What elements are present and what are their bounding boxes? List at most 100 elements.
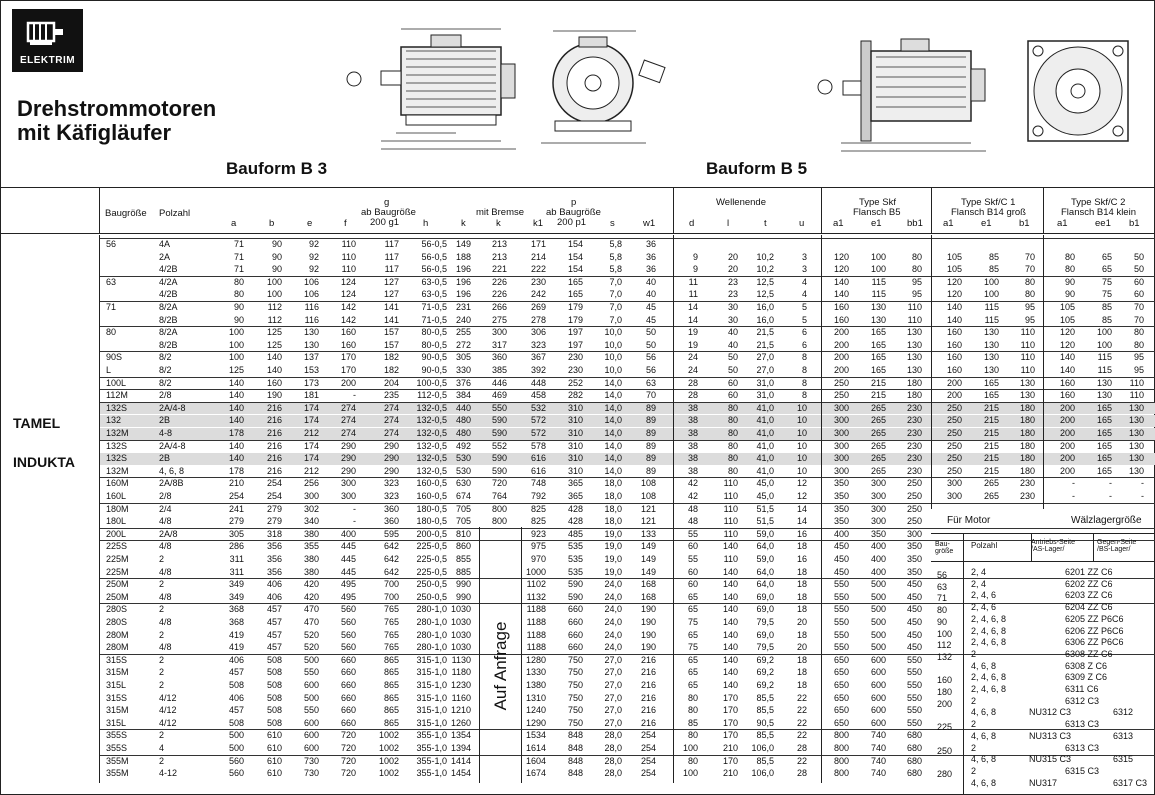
cell-a: 210 (228, 478, 244, 489)
cell-d: 80 (687, 692, 698, 703)
cell-g: 865 (383, 654, 399, 665)
cell-s: 14,0 (604, 453, 622, 464)
cell-b: 90 (271, 239, 282, 249)
cell-u: 6 (801, 339, 807, 350)
hdr-skfc1-b1: b1 (1019, 218, 1030, 229)
cell-p: 179 (567, 314, 583, 325)
cell-k1: 975 (530, 541, 546, 552)
cell-skfc2-e1: 75 (1101, 289, 1112, 300)
bearing-cell-as: 6311 C6 (1065, 684, 1099, 694)
cell-p: 165 (567, 289, 583, 300)
cell-skf-a1: 120 (833, 264, 849, 275)
cell-w1: 50 (645, 327, 656, 338)
cell-e: 174 (303, 440, 319, 451)
cell-d: 55 (687, 528, 698, 539)
cell-k1: 1310 (525, 692, 546, 703)
cell-f: 170 (340, 365, 356, 375)
cell-skf-b1: 450 (906, 579, 922, 590)
cell-k1: 1132 (526, 591, 546, 602)
cell-t: 10,2 (756, 251, 774, 262)
cell-b: 254 (266, 478, 282, 489)
cell-k1: 222 (530, 264, 546, 275)
cell-k1: 825 (530, 516, 546, 527)
cell-skf-a1: 300 (833, 440, 849, 451)
cell-l: 210 (722, 768, 738, 779)
cell-t: 69,2 (756, 680, 774, 690)
cell-skfc2-e1: 100 (1096, 339, 1112, 350)
cell-polzahl: 4/2A (159, 276, 178, 287)
cell-b: 125 (266, 327, 282, 338)
cell-skf-e1: 400 (870, 566, 886, 577)
cell-polzahl: 8/2A (159, 302, 178, 312)
cell-skf-a1: 300 (833, 453, 849, 464)
cell-t: 85,5 (756, 692, 774, 703)
cell-skfc1-a1: 250 (946, 428, 962, 438)
cell-polzahl: 2/8 (159, 390, 172, 401)
cell-b: 112 (267, 302, 282, 312)
hdr-skf-top: Type Skf (859, 197, 896, 208)
cell-t: 79,5 (756, 617, 774, 627)
cell-k: 674 (455, 491, 471, 501)
cell-skf-e1: 740 (870, 743, 886, 753)
cell-a: 406 (228, 692, 244, 703)
cell-b: 406 (266, 579, 282, 590)
cell-g: 157 (383, 327, 399, 338)
cell-u: 16 (796, 554, 807, 564)
cell-t: 27,0 (756, 352, 774, 363)
cell-k1: 448 (530, 377, 546, 388)
cell-k: 240 (455, 314, 471, 325)
cell-k1: 616 (530, 465, 546, 476)
bearing-cell-polzahl: 4, 6, 8 (971, 730, 997, 741)
cell-k: 855 (455, 554, 471, 564)
cell-d: 11 (688, 289, 698, 300)
cell-b: 457 (266, 629, 282, 640)
cell-k: 1394 (450, 743, 471, 753)
cell-skf-e1: 265 (870, 415, 886, 426)
hdr-skfc2-b1: b1 (1129, 218, 1140, 229)
cell-t: 69,2 (756, 654, 774, 665)
cell-skfc1-a1: 250 (946, 453, 962, 464)
row-divider (99, 401, 1155, 403)
cell-skfc1-e1: 215 (983, 465, 999, 476)
cell-p: 310 (567, 453, 583, 464)
cell-skfc2-b1: 80 (1133, 327, 1144, 338)
cell-k1: 1000 (525, 566, 546, 577)
cell-g: 595 (383, 528, 399, 539)
cell-s: 28,0 (604, 743, 622, 753)
cell-d: 80 (687, 705, 698, 716)
cell-b: 508 (266, 717, 282, 728)
cell-polzahl: 2 (159, 554, 165, 564)
cell-skfc2-b1: 130 (1128, 402, 1144, 413)
cell-l: 140 (722, 579, 738, 590)
cell-f: 300 (340, 491, 356, 501)
cell-h: 250-0,5 (416, 591, 447, 602)
cell-b: 508 (266, 654, 282, 665)
cell-skfc1-b1: 70 (1024, 264, 1035, 275)
cell-k: 860 (455, 541, 471, 552)
cell-polzahl: 2 (159, 667, 165, 678)
cell-u: 22 (796, 717, 807, 728)
cell-skfc2-a1: - (1072, 491, 1075, 501)
cell-s: 5,8 (609, 264, 622, 275)
b5-front-view-drawing (1016, 31, 1146, 151)
cell-l: 170 (722, 717, 738, 728)
cell-polzahl: 2/8 (159, 491, 172, 501)
cell-skf-b1: 350 (906, 541, 922, 552)
cell-e: 106 (303, 289, 319, 300)
cell-t: 41,0 (756, 440, 774, 451)
hdr-skf-mid: Flansch B5 (853, 207, 901, 218)
cell-skf-a1: 550 (833, 629, 849, 640)
row-divider (99, 326, 1155, 328)
cell-t: 41,0 (756, 415, 774, 426)
cell-skf-b1: 250 (906, 503, 922, 514)
cell-t: 69,2 (756, 667, 774, 678)
cell-skf-a1: 650 (833, 717, 849, 728)
cell-w1: 56 (645, 352, 656, 363)
cell-polzahl: 8/2 (159, 365, 172, 375)
bearing-cell-baugroesse: 80 (937, 605, 948, 616)
cell-polzahl: 4, 6, 8 (159, 465, 185, 476)
